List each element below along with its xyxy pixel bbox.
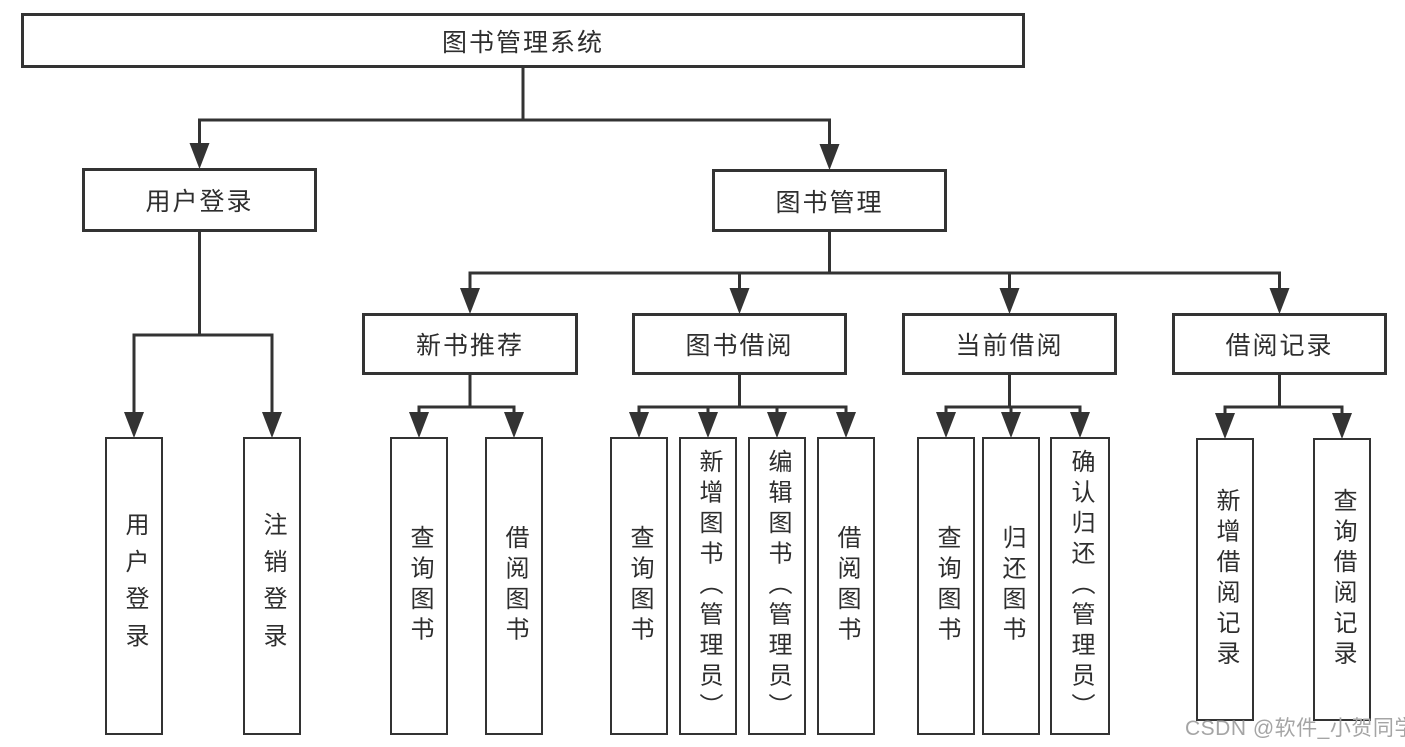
node-label-cb-return: 归还图书 (998, 525, 1025, 647)
arrowhead-icon (936, 412, 956, 438)
node-br-query: 查询借阅记录 (1313, 438, 1371, 721)
node-login: 用户登录 (105, 437, 163, 735)
node-label-bb-add: 新增图书（管理员） (695, 448, 722, 724)
node-new-book-rec: 新书推荐 (362, 313, 578, 375)
node-logout: 注销登录 (243, 437, 301, 735)
node-label-br-query: 查询借阅记录 (1329, 488, 1356, 671)
node-label-new-book-rec: 新书推荐 (415, 332, 524, 360)
node-label-borrow-records: 借阅记录 (1225, 332, 1334, 360)
node-label-cb-confirm: 确认归还（管理员） (1067, 448, 1094, 724)
node-root: 图书管理系统 (21, 13, 1025, 68)
node-book-mgmt: 图书管理 (712, 169, 947, 232)
node-cb-query: 查询图书 (917, 437, 975, 735)
node-label-bb-query: 查询图书 (626, 525, 653, 647)
arrowhead-icon (262, 412, 282, 438)
arrowhead-icon (836, 412, 856, 438)
arrowhead-icon (629, 412, 649, 438)
arrowhead-icon (504, 412, 524, 438)
node-label-rec-borrow: 借阅图书 (501, 525, 528, 647)
node-label-login: 用户登录 (121, 512, 148, 660)
node-bb-add: 新增图书（管理员） (679, 437, 737, 735)
node-rec-query: 查询图书 (390, 437, 448, 735)
arrowhead-icon (124, 412, 144, 438)
node-label-book-mgmt: 图书管理 (775, 188, 884, 217)
arrowhead-icon (819, 144, 840, 170)
node-label-cb-query: 查询图书 (933, 525, 960, 647)
arrowhead-icon (460, 288, 480, 314)
node-label-root: 图书管理系统 (441, 28, 604, 57)
node-label-current-borrow: 当前借阅 (955, 332, 1064, 360)
arrowhead-icon (1215, 413, 1235, 439)
node-bb-borrow: 借阅图书 (817, 437, 875, 735)
node-label-book-borrow: 图书借阅 (685, 332, 794, 360)
node-label-user-login: 用户登录 (145, 188, 254, 216)
arrowhead-icon (1269, 288, 1290, 314)
node-label-bb-borrow: 借阅图书 (833, 525, 860, 647)
node-cb-confirm: 确认归还（管理员） (1050, 437, 1110, 735)
node-borrow-records: 借阅记录 (1172, 313, 1387, 375)
node-book-borrow: 图书借阅 (632, 313, 847, 375)
node-br-add: 新增借阅记录 (1196, 438, 1254, 721)
arrowhead-icon (189, 143, 210, 169)
node-current-borrow: 当前借阅 (902, 313, 1117, 375)
node-user-login: 用户登录 (82, 168, 317, 232)
arrowhead-icon (1001, 412, 1021, 438)
node-rec-borrow: 借阅图书 (485, 437, 543, 735)
arrowhead-icon (729, 288, 750, 314)
watermark-text: CSDN @软件_小贺同学 (1185, 717, 1405, 740)
arrowhead-icon (1070, 412, 1090, 438)
arrowhead-icon (409, 412, 429, 438)
arrowhead-icon (1332, 413, 1352, 439)
node-label-logout: 注销登录 (259, 512, 286, 660)
node-bb-query: 查询图书 (610, 437, 668, 735)
node-bb-edit: 编辑图书（管理员） (748, 437, 806, 735)
node-label-br-add: 新增借阅记录 (1212, 488, 1239, 671)
arrowhead-icon (999, 288, 1020, 314)
node-label-rec-query: 查询图书 (406, 525, 433, 647)
node-label-bb-edit: 编辑图书（管理员） (764, 448, 791, 724)
node-cb-return: 归还图书 (982, 437, 1040, 735)
arrowhead-icon (698, 412, 718, 438)
arrowhead-icon (767, 412, 787, 438)
